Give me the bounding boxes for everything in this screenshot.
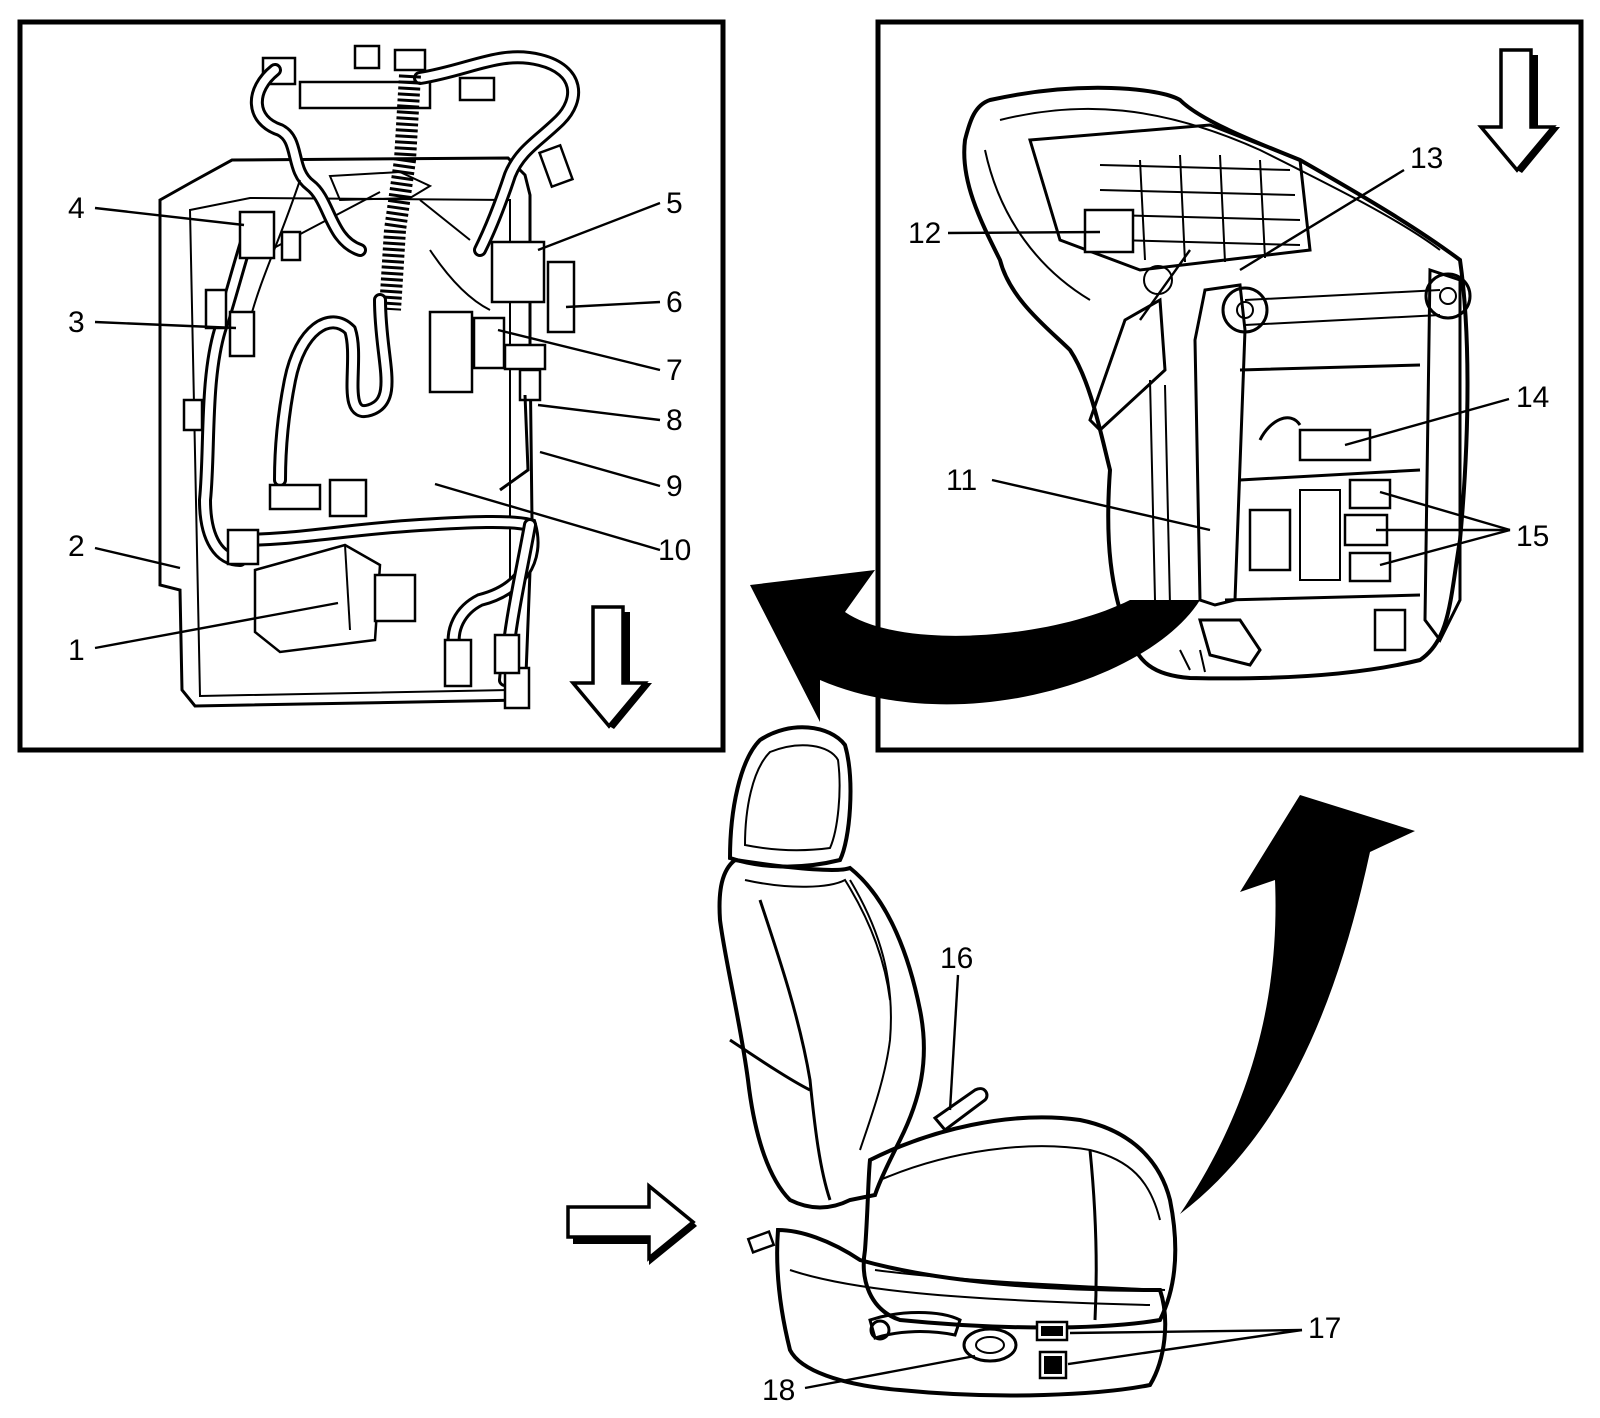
connector-4 (238, 210, 276, 260)
callout-8: 8 (666, 404, 683, 437)
bracket-8-9 (499, 394, 530, 492)
leader-lines-left (94, 201, 661, 650)
connector-5 (490, 240, 546, 304)
seat-back-panel (158, 156, 534, 708)
curved-arrow-icon (1180, 795, 1415, 1214)
callout-labels: 1 2 3 4 5 6 7 8 9 10 11 12 13 14 15 16 1… (68, 142, 1549, 1407)
seatback-side-frames (1088, 265, 1472, 643)
callout-1: 1 (68, 634, 85, 667)
callout-18: 18 (762, 1374, 795, 1407)
connector-7 (428, 310, 474, 394)
callout-17: 17 (1308, 1312, 1341, 1345)
callout-10: 10 (658, 534, 691, 567)
connector-3 (228, 310, 256, 358)
headrest (727, 725, 853, 869)
wiring-harness (197, 50, 581, 687)
seat-back (717, 857, 926, 1210)
seat-base-shield (775, 1227, 1168, 1398)
callout-14: 14 (1516, 381, 1549, 414)
callout-12: 12 (908, 217, 941, 250)
view-direction-right-arrow-icon (566, 1182, 697, 1265)
callout-7: 7 (666, 354, 683, 387)
leader-lines-right (947, 168, 1511, 567)
component-14 (1298, 428, 1372, 462)
callout-13: 13 (1410, 142, 1443, 175)
seat-module-1 (253, 543, 417, 654)
callout-15: 15 (1516, 520, 1549, 553)
callout-11: 11 (946, 464, 977, 497)
callout-16: 16 (940, 942, 973, 975)
curved-arrow-icon (750, 570, 1200, 722)
right-detail-panel (875, 19, 1584, 753)
callout-2: 2 (68, 530, 85, 563)
callout-3: 3 (68, 306, 85, 339)
module-connectors-5-6-7 (428, 240, 576, 402)
view-direction-down-arrow-icon (1477, 48, 1560, 173)
connector-6 (546, 260, 576, 334)
callout-9: 9 (666, 470, 683, 503)
leader-lines-seat (804, 974, 1303, 1390)
left-detail-panel (17, 19, 726, 753)
component-18 (962, 1327, 1018, 1363)
callout-6: 6 (666, 286, 683, 319)
power-seat (566, 725, 1303, 1398)
view-direction-down-arrow-icon (569, 605, 652, 729)
seat-cushion (861, 1115, 1178, 1330)
component-16 (932, 1087, 989, 1133)
callout-4: 4 (68, 192, 85, 225)
callout-5: 5 (666, 187, 683, 220)
